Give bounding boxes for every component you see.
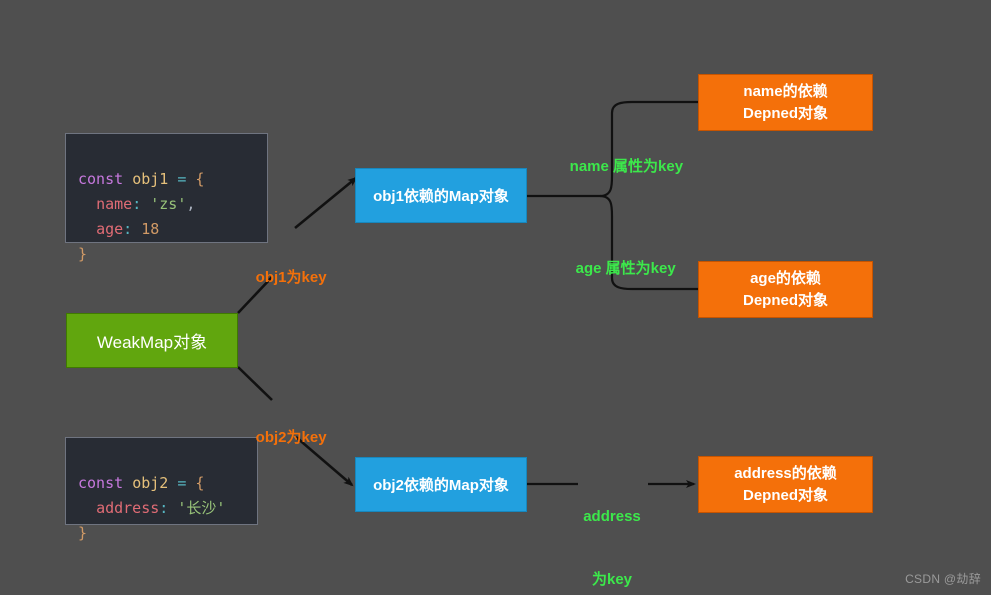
code-token-brace: } xyxy=(78,524,88,542)
code-token-property: name xyxy=(96,195,133,213)
wire-weakmap-to-obj2 xyxy=(237,366,273,401)
edge-label-obj1-key-text: obj1为key xyxy=(255,269,327,286)
code-line: const obj1 = { xyxy=(78,170,204,188)
node-map-obj2-label: obj2依赖的Map对象 xyxy=(373,477,509,494)
code-token-keyword: const xyxy=(78,474,124,492)
code-token-brace: } xyxy=(78,245,88,263)
code-token-string: '长沙' xyxy=(177,499,226,517)
node-map-obj2[interactable]: obj2依赖的Map对象 xyxy=(355,457,527,512)
node-dep-name-line2: Depned对象 xyxy=(742,104,828,122)
wire-obj1code-to-map xyxy=(294,176,358,230)
code-token-string: 'zs' xyxy=(150,195,187,213)
code-token-colon: : xyxy=(132,195,142,213)
code-line: const obj2 = { xyxy=(78,474,204,492)
node-dep-address-line2: Depned对象 xyxy=(742,486,828,504)
code-token-operator: = xyxy=(177,474,187,492)
code-token-keyword: const xyxy=(78,170,124,188)
edge-label-age-key-text: age 属性为key xyxy=(575,260,676,277)
node-dep-address-line1: address的依赖 xyxy=(734,464,837,482)
watermark: CSDN @劫辞 xyxy=(905,572,981,586)
obj1-code-block: const obj1 = { name: 'zs', age: 18 } xyxy=(65,133,268,263)
code-token-brace: { xyxy=(195,170,205,188)
code-token-variable: obj2 xyxy=(132,474,169,492)
code-line: address: '长沙' xyxy=(78,499,225,517)
edge-label-obj1-key: obj1为key xyxy=(239,249,327,304)
code-token-number: 18 xyxy=(141,220,160,238)
code-token-property: age xyxy=(96,220,124,238)
node-map-obj1-label: obj1依赖的Map对象 xyxy=(373,188,509,205)
code-token-colon: : xyxy=(123,220,133,238)
obj2-code-block: const obj2 = { address: '长沙' } xyxy=(65,437,258,542)
edge-label-name-key-text: name 属性为key xyxy=(569,158,684,175)
node-dep-name-line1: name的依赖 xyxy=(743,82,828,100)
node-weakmap-label: WeakMap对象 xyxy=(96,333,208,352)
code-line: } xyxy=(78,245,87,263)
edge-label-address-key-line2: 为key xyxy=(591,571,633,588)
code-line: name: 'zs', xyxy=(78,195,195,213)
edge-label-name-key: name 属性为key xyxy=(553,135,683,198)
node-dep-age[interactable]: age的依赖 Depned对象 xyxy=(698,261,873,318)
code-line: age: 18 xyxy=(78,220,159,238)
node-dep-age-line2: Depned对象 xyxy=(742,291,828,309)
node-dep-name[interactable]: name的依赖 Depned对象 xyxy=(698,74,873,131)
edge-label-age-key: age 属性为key xyxy=(559,237,676,300)
node-map-obj1[interactable]: obj1依赖的Map对象 xyxy=(355,168,527,223)
node-dep-age-line1: age的依赖 xyxy=(750,269,821,287)
edge-label-address-key-line1: address xyxy=(583,508,641,525)
edge-label-obj2-key-text: obj2为key xyxy=(255,429,327,446)
code-token-variable: obj1 xyxy=(132,170,169,188)
code-line: } xyxy=(78,524,87,542)
edge-label-address-key: address 为key xyxy=(577,464,647,595)
edge-label-obj2-key: obj2为key xyxy=(239,409,327,464)
code-token-colon: : xyxy=(159,499,169,517)
node-weakmap[interactable]: WeakMap对象 xyxy=(66,313,238,368)
code-token-brace: { xyxy=(195,474,205,492)
code-token-property: address xyxy=(96,499,160,517)
node-dep-address[interactable]: address的依赖 Depned对象 xyxy=(698,456,873,513)
code-token-comma: , xyxy=(186,195,196,213)
code-token-operator: = xyxy=(177,170,187,188)
